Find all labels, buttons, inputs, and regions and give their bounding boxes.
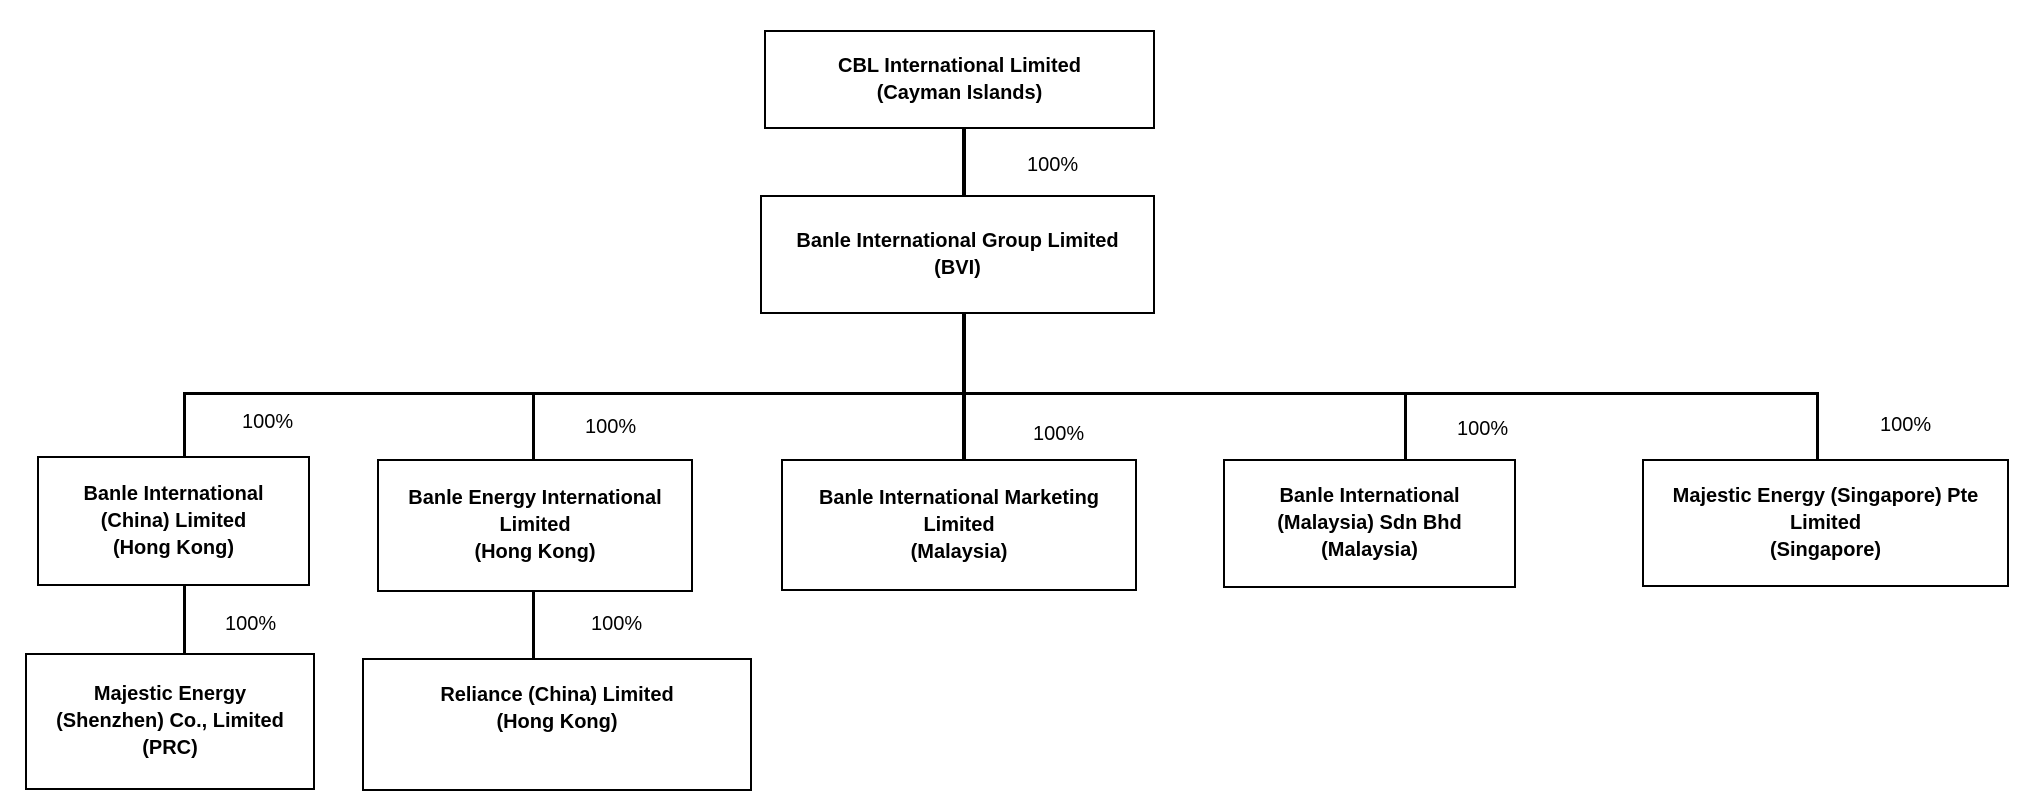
entity-box-majestic-shenzhen: Majestic Energy (Shenzhen) Co., Limited … [25,653,315,790]
entity-box-banle-china: Banle International (China) Limited (Hon… [37,456,310,586]
entity-jurisdiction: (Hong Kong) [496,711,618,733]
connector-group-bus [962,313,966,460]
entity-name-cont: (Malaysia) Sdn Bhd [1277,512,1462,534]
entity-jurisdiction: (Hong Kong) [112,536,235,559]
ownership-label-china-shenzhen: 100% [225,613,277,635]
entity-jurisdiction: (Cayman Islands) [876,81,1043,104]
entity-name: Majestic Energy (Singapore) Pte [1672,484,1979,507]
entity-name: CBL International Limited [838,54,1081,77]
entity-name: Banle International Group Limited [796,229,1119,252]
ownership-label-group-energy: 100% [585,416,637,438]
entity-jurisdiction: (Hong Kong) [474,541,596,563]
entity-box-cbl-international: CBL International Limited (Cayman Island… [764,30,1155,129]
connector-bus-energy [532,393,535,460]
connector-energy-reliance [532,591,535,659]
entity-jurisdiction: (Malaysia) [910,540,1008,563]
entity-name-cont: Limited [923,513,995,536]
entity-jurisdiction: (Malaysia) [1321,539,1418,561]
entity-box-majestic-singapore: Majestic Energy (Singapore) Pte Limited … [1642,459,2009,587]
connector-cbl-group [962,129,966,197]
entity-name: Banle Energy International [408,487,662,509]
ownership-label-group-malaysia: 100% [1457,418,1509,440]
entity-jurisdiction: (PRC) [142,737,198,759]
entity-name: Reliance (China) Limited [440,684,674,706]
entity-box-banle-malaysia: Banle International (Malaysia) Sdn Bhd (… [1223,459,1516,588]
entity-name-cont: (China) Limited [100,509,247,532]
entity-box-banle-energy: Banle Energy International Limited (Hong… [377,459,693,592]
ownership-label-cbl-group: 100% [1027,154,1079,176]
entity-box-reliance-china: Reliance (China) Limited (Hong Kong) [362,658,752,791]
connector-horizontal-bus [183,392,1819,395]
connector-china-shenzhen [183,585,186,654]
entity-name-cont: Limited [1789,511,1862,534]
ownership-label-group-marketing: 100% [1033,423,1085,445]
entity-box-banle-marketing: Banle International Marketing Limited (M… [781,459,1137,591]
entity-name: Majestic Energy [93,683,247,705]
ownership-label-energy-reliance: 100% [591,613,643,635]
entity-jurisdiction: (Singapore) [1769,538,1882,561]
entity-jurisdiction: (BVI) [934,256,981,279]
connector-bus-singapore [1816,393,1819,460]
entity-name-cont: (Shenzhen) Co., Limited [56,710,284,732]
entity-name: Banle International Marketing [818,486,1100,509]
connector-bus-malaysia [1404,393,1407,460]
entity-box-banle-group: Banle International Group Limited (BVI) [760,195,1155,314]
connector-bus-china [183,393,186,457]
ownership-label-group-china: 100% [242,411,294,433]
entity-name: Banle International [83,482,264,505]
entity-name-cont: Limited [499,514,571,536]
ownership-label-group-singapore: 100% [1880,414,1932,436]
entity-name: Banle International [1279,485,1460,507]
